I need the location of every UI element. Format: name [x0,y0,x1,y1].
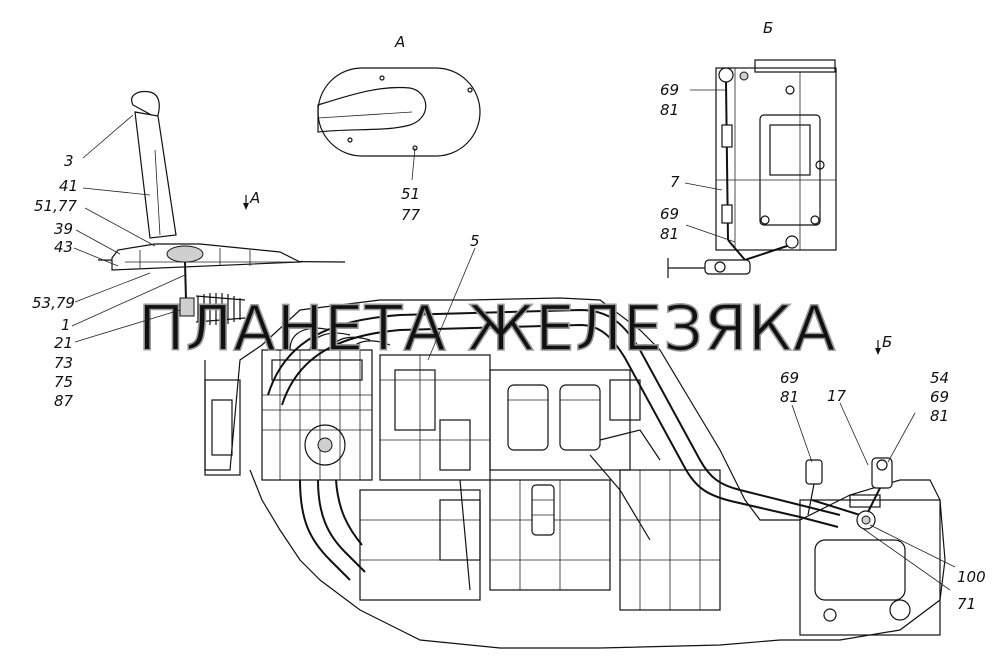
callout-view-b-4: 81 [660,225,679,243]
gearbox-linkage [805,457,893,530]
callout-main-4: 54 [930,369,949,387]
shift-rod [267,308,841,528]
callout-lever-2: 51,77 [34,197,77,215]
callout-main-0: 5 [470,232,480,250]
callout-lever-6: 1 [61,316,71,334]
callout-lever-1: 41 [59,177,78,195]
callout-main-1: 69 [780,369,799,387]
callout-main-2: 81 [780,388,799,406]
callout-lever-3: 39 [54,220,73,238]
callout-view-b-1: 81 [660,101,679,119]
callout-view-a-0: 51 [401,185,420,203]
callout-main-8: 71 [957,595,976,613]
callout-lever-7: 21 [54,334,73,352]
callout-main-3: 17 [827,387,847,405]
view-a-title: А [394,33,405,51]
callout-main-7: 100 [957,568,986,586]
section-marker-b: Б [875,333,892,355]
gear-lever-assembly [97,90,346,325]
callout-view-b-3: 69 [660,205,679,223]
callout-lever-9: 75 [54,373,73,391]
callout-lever-8: 73 [54,354,73,372]
callout-main-6: 81 [930,407,949,425]
callout-view-b-0: 69 [660,81,679,99]
callout-main-5: 69 [930,388,949,406]
callout-view-b-2: 7 [670,173,680,191]
callout-view-a-1: 77 [401,206,421,224]
section-marker-a: А [243,189,260,210]
view-a-cover [317,67,481,157]
leader-lines [71,89,956,591]
view-b-mechanism [667,59,837,278]
watermark: ПЛАНЕТА ЖЕЛЕЗЯКА [138,292,836,365]
callout-lever-4: 43 [54,238,73,256]
callout-lever-0: 3 [64,152,74,170]
section-marker-a-label: А [249,189,260,207]
callout-lever-5: 53,79 [32,294,75,312]
section-marker-b-label: Б [882,333,892,351]
view-b-title: Б [763,19,773,37]
callout-lever-10: 87 [54,392,74,410]
engine-assembly [204,297,946,649]
